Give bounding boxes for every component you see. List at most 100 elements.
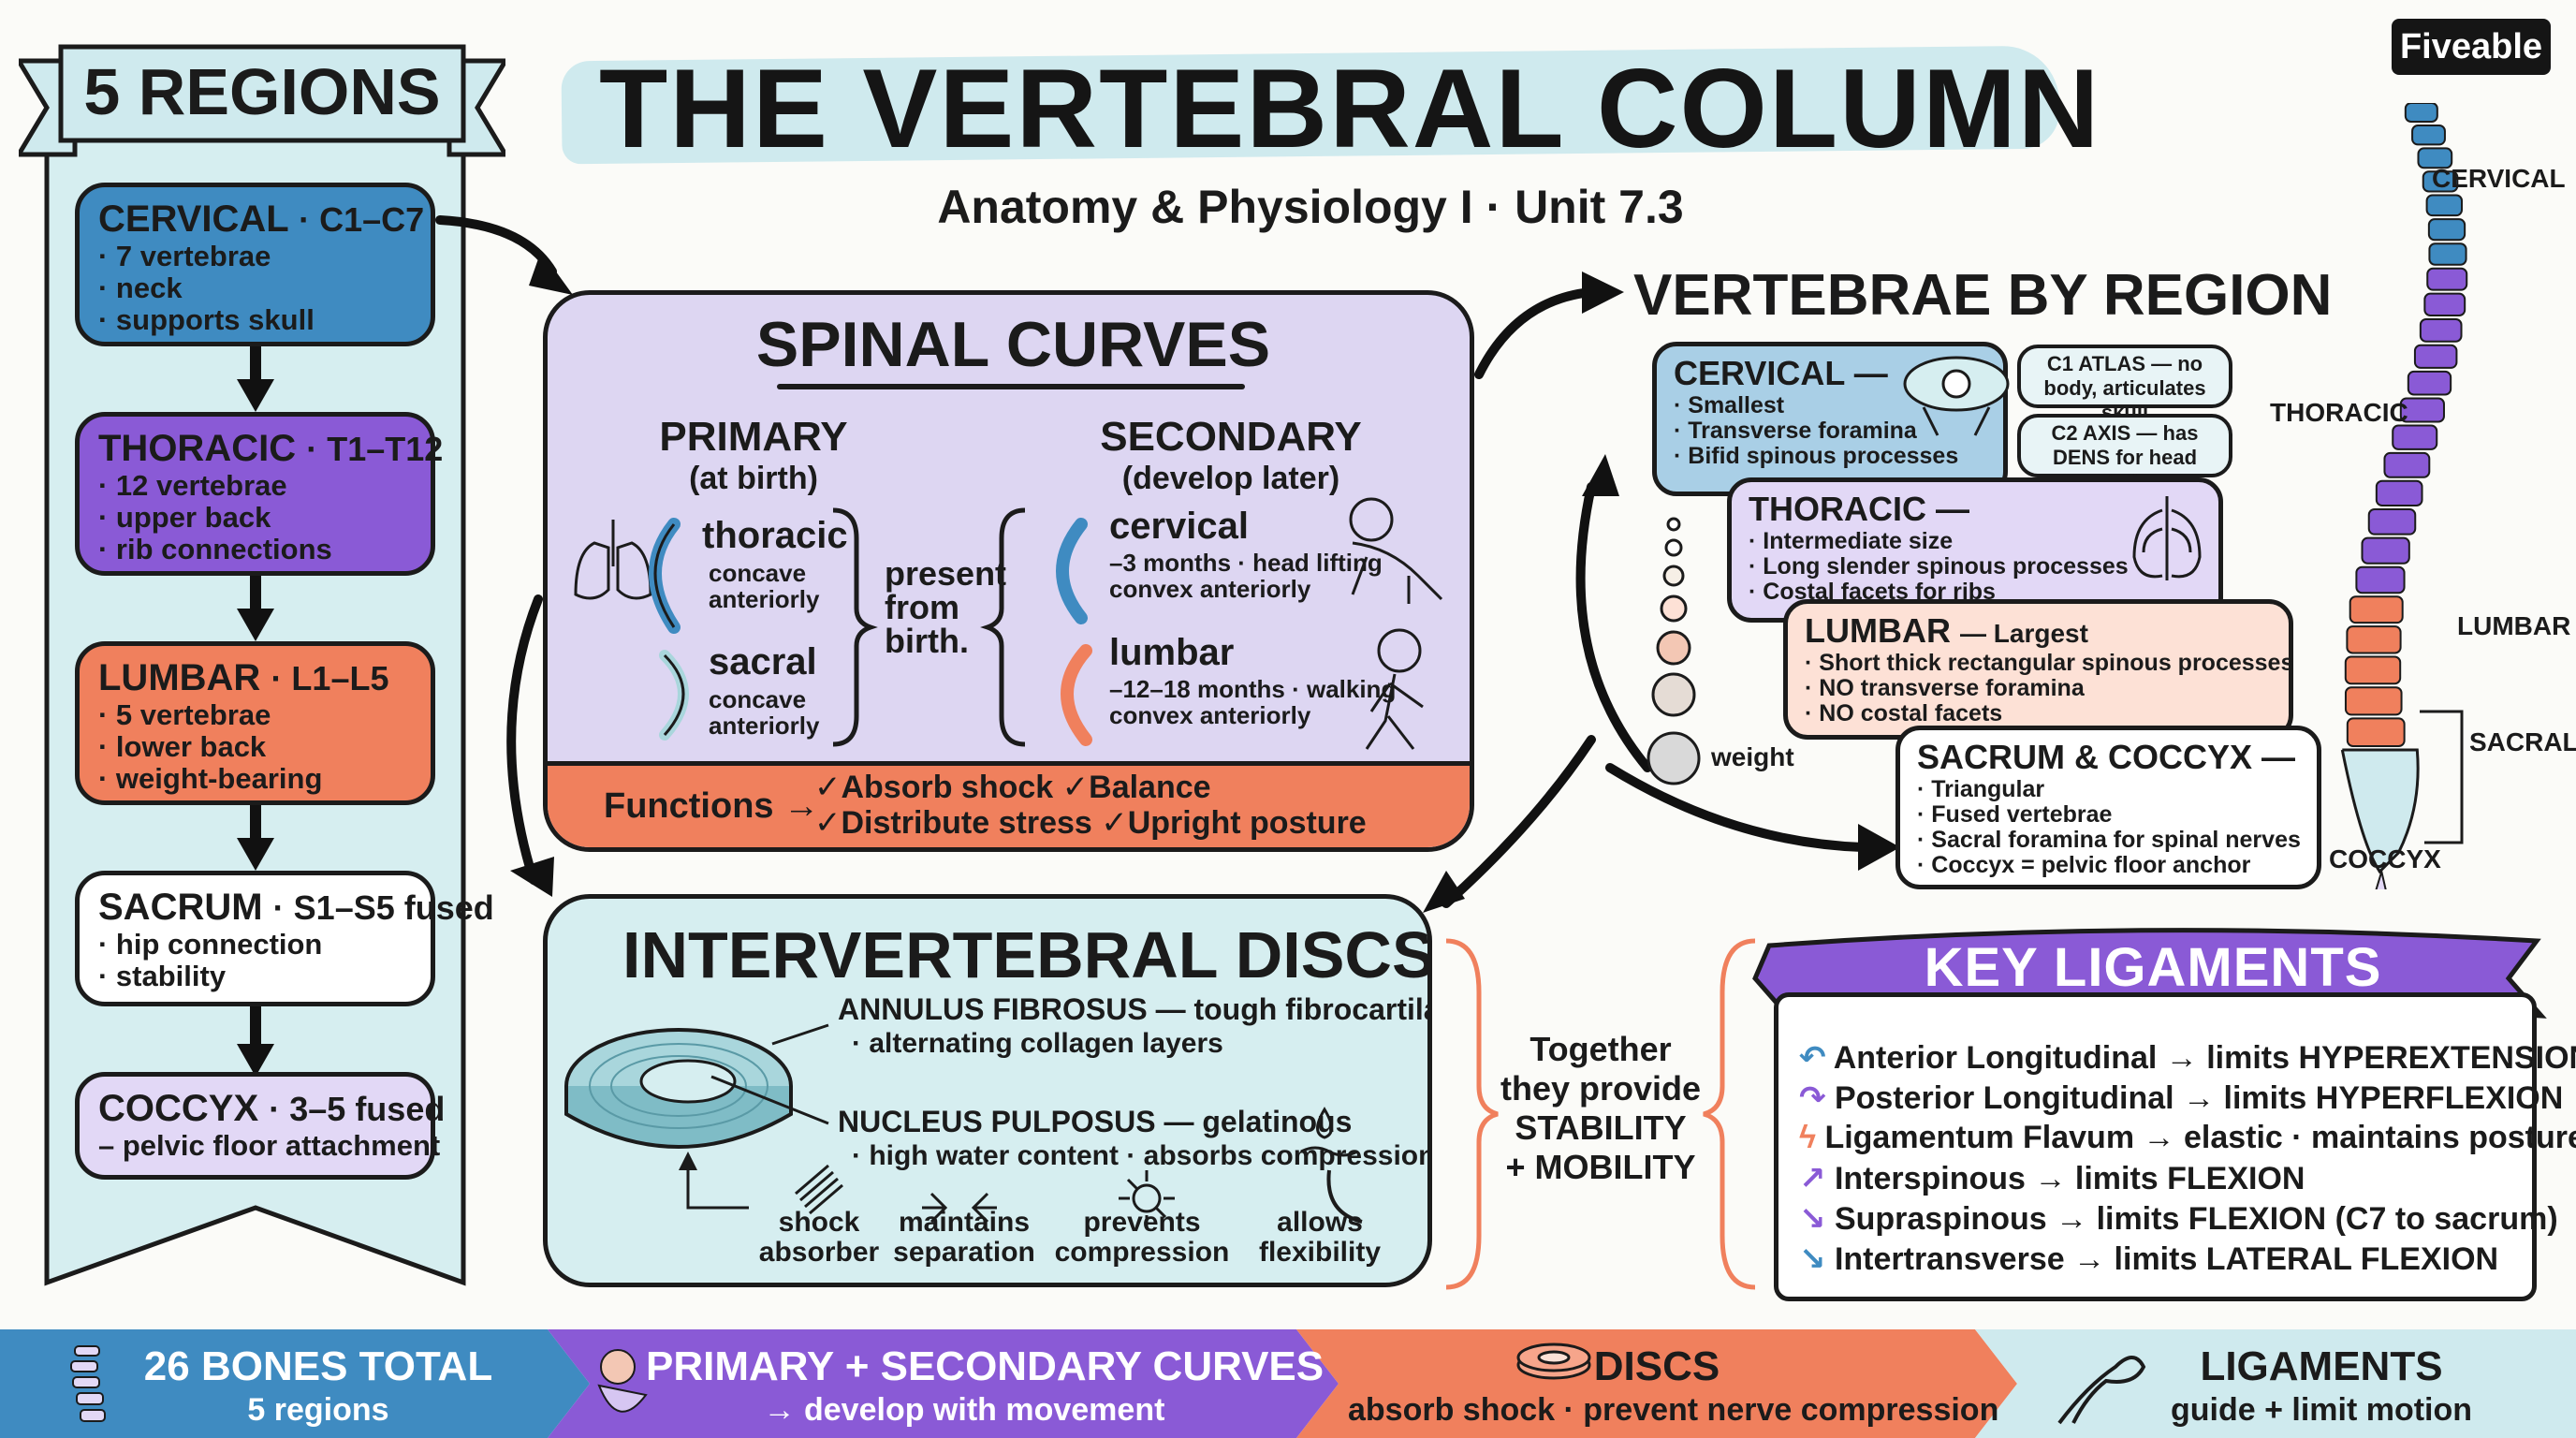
thoracic-curve-desc1: concave [709, 559, 807, 587]
functions-line-1: ✓Absorb shock ✓Balance [814, 770, 1211, 805]
curves-title-underline [777, 384, 1245, 389]
flexibility-icon [1326, 1169, 1363, 1224]
vertebra-line: · NO transverse foramina [1805, 675, 2085, 701]
ligaments-title: KEY LIGAMENTS [1924, 937, 2382, 998]
title-area: THE VERTEBRAL COLUMN [561, 42, 2099, 171]
region-thoracic: THORACIC · T1–T12 · 12 vertebrae · upper… [75, 412, 443, 576]
spine-vertebra [2344, 686, 2403, 716]
footer-band [0, 1329, 2576, 1438]
spine-footer-icon [70, 1345, 106, 1422]
feature-line-2: separation [893, 1237, 1035, 1268]
spine-sacrum [2340, 748, 2420, 874]
spine-vertebra [2422, 170, 2459, 193]
ligament-effect: limits HYPEREXTENSION [2206, 1040, 2576, 1076]
vertebra-card-lumbar: LUMBAR — Largest · Short thick rectangul… [1783, 599, 2293, 740]
thoracic-curve-desc: concave anteriorly [709, 560, 820, 612]
sacral-curve-desc2: anteriorly [709, 712, 820, 740]
vertebra-heading: THORACIC — [1749, 490, 1969, 528]
functions-label: Functions → [604, 786, 820, 826]
diagonal-arrow-icon: ↘ [1799, 1241, 1826, 1277]
intervertebral-discs-panel: INTERVERTEBRAL DISCS [543, 894, 1432, 1287]
walking-child-icon [1365, 628, 1424, 750]
region-cervical: CERVICAL · C1–C7 · 7 vertebrae · neck · … [75, 183, 435, 346]
feature-line-1: allows [1277, 1207, 1363, 1238]
sacral-bracket [2420, 710, 2464, 844]
functions-bar: Functions → ✓Absorb shock ✓Balance ✓Dist… [548, 761, 1470, 847]
region-line: · stability [98, 960, 227, 992]
c1-atlas-note: C1 ATLAS — no body, articulates skull [2017, 345, 2232, 424]
spine-vertebra [2344, 655, 2402, 685]
vertebra-heading-extra: — Largest [1960, 619, 2088, 648]
zigzag-icon: ϟ [1799, 1120, 1816, 1155]
region-name: LUMBAR [98, 657, 261, 698]
region-line: · neck [98, 271, 183, 304]
footer-segment [548, 1329, 1339, 1438]
diagonal-arrow-icon: ↗ [1799, 1161, 1826, 1196]
curved-arrow-icon: ↶ [1799, 1040, 1826, 1076]
separation-icon [922, 1192, 997, 1224]
footer-bones-sub: 5 regions [247, 1392, 389, 1428]
spine-vertebra [2413, 344, 2458, 369]
ligaments-list: ↶ Anterior Longitudinal → limits HYPEREX… [1774, 992, 2576, 1301]
page-title: THE VERTEBRAL COLUMN [599, 46, 2101, 171]
spine-vertebra [2417, 147, 2453, 169]
thoracic-curve-outline [653, 523, 676, 628]
spine-vertebra [2407, 370, 2452, 396]
footer-discs-title: DISCS [1593, 1343, 1720, 1389]
lungs-icon [574, 520, 652, 600]
feature-prevents-compression: prevents compression [1053, 1208, 1231, 1268]
vertebra-line: · Short thick rectangular spinous proces… [1805, 650, 2294, 676]
spine-vertebra [2392, 424, 2438, 450]
vertebra-heading: LUMBAR [1805, 611, 1951, 650]
regions-title: 5 REGIONS [83, 55, 441, 128]
region-line: – pelvic floor attachment [98, 1129, 441, 1162]
spine-label-cervical: CERVICAL [2432, 164, 2566, 193]
ligament-footer-icon [2057, 1356, 2146, 1425]
disc-illustration [564, 1023, 1363, 1228]
curves-title: SPINAL CURVES [755, 309, 1271, 380]
region-line: · 12 vertebrae [98, 469, 287, 502]
vertebra-line: · Sacral foramina for spinal nerves [1917, 827, 2301, 853]
ligament-row: ↷ Posterior Longitudinal → limits HYPERF… [1799, 1079, 2563, 1117]
vertebrae-by-region-title: VERTEBRAE BY REGION [1633, 263, 2333, 328]
region-range: · C1–C7 [299, 200, 425, 239]
regions-banner [19, 44, 505, 157]
brand-logo: Fiveable [2392, 19, 2551, 75]
right-brace-icon [980, 507, 1026, 747]
region-line: · upper back [98, 501, 271, 534]
ligament-name: Posterior Longitudinal [1834, 1080, 2174, 1116]
spine-label-coccyx: COCCYX [2329, 844, 2441, 873]
vertebra-heading: CERVICAL — [1674, 354, 1888, 392]
vertebra-card-sacrum: SACRUM & COCCYX — · Triangular · Fused v… [1895, 726, 2321, 889]
spine-label-thoracic: THORACIC [2270, 398, 2408, 427]
region-sacrum: SACRUM · S1–S5 fused · hip connection · … [75, 871, 494, 1006]
spine-vertebra [2425, 194, 2464, 217]
vertebra-line: · Coccyx = pelvic floor anchor [1917, 852, 2251, 878]
feature-line-2: flexibility [1258, 1237, 1382, 1268]
primary-heading-block: PRIMARY (at birth) [613, 417, 894, 499]
ligament-effect: limits FLEXION (C7 to sacrum) [2096, 1201, 2558, 1237]
together-line-4: + MOBILITY [1505, 1148, 1696, 1186]
primary-heading: PRIMARY [659, 414, 848, 460]
vertebra-line: · Triangular [1917, 776, 2045, 802]
spine-label-lumbar: LUMBAR [2457, 611, 2571, 640]
footer-ligaments-sub: guide + limit motion [2170, 1392, 2473, 1428]
region-range: · T1–T12 [306, 430, 444, 468]
vertebra-heading: SACRUM & COCCYX — [1917, 738, 2296, 776]
vertebra-line: · Fused vertebrae [1917, 801, 2113, 828]
ligament-arrow: → [2034, 1161, 2067, 1196]
ligament-row: ↗ Interspinous → limits FLEXION [1799, 1160, 2305, 1197]
feature-line-2: absorber [758, 1237, 880, 1268]
vertebra-line: · Transverse foramina [1674, 418, 1917, 444]
together-line-3: STABILITY [1515, 1108, 1687, 1147]
vertebra-line: · Smallest [1674, 392, 1785, 418]
region-range: · L1–L5 [271, 659, 389, 697]
vertebra-line: · Long slender spinous processes [1749, 553, 2129, 580]
return-arrow-icon [686, 1161, 749, 1210]
spine-coccyx [2375, 868, 2387, 889]
feature-allows-flexibility: allows flexibility [1245, 1208, 1395, 1268]
feature-line-2: compression [1054, 1237, 1230, 1268]
thoracic-curve-name: thoracic [702, 515, 848, 556]
together-line-2: they provide [1500, 1069, 1702, 1108]
nucleus-title: NUCLEUS PULPOSUS [838, 1105, 1156, 1138]
